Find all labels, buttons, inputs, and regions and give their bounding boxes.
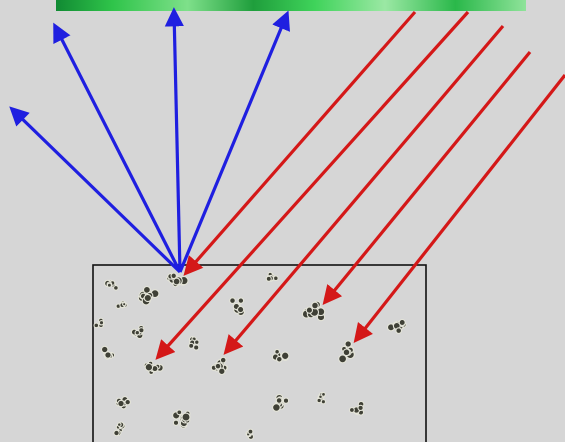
scattered-light-arrow (55, 26, 180, 272)
particle-cluster-icon (94, 318, 104, 328)
particle-cluster-icon (138, 287, 159, 305)
particle-cluster-icon (114, 422, 125, 436)
particle-cluster-icon (272, 349, 289, 362)
leaf-surface-band (56, 0, 526, 11)
particle-cluster-icon (273, 394, 289, 411)
incident-light-arrow (226, 26, 503, 352)
particle-cluster-icon (131, 326, 144, 339)
particle-cluster-icon (105, 280, 119, 290)
particle-cluster-icon (230, 298, 245, 316)
scattered-light-arrows (12, 11, 287, 272)
particle-cluster-icon (189, 337, 199, 350)
particle-cluster-icon (116, 301, 127, 308)
particle-cluster-icon (116, 397, 130, 409)
particle-cluster-icon (339, 341, 355, 363)
incident-light-arrow (356, 75, 565, 340)
particle-cluster-icon (167, 273, 188, 287)
particle-cluster-icon (266, 272, 278, 281)
particle-cluster-icon (350, 401, 364, 415)
scattered-light-arrow (174, 11, 180, 272)
incident-light-arrow (325, 52, 530, 302)
particle-cluster-icon (317, 393, 326, 404)
particle-cluster-icon (246, 429, 253, 439)
particle-cluster-icon (302, 301, 324, 321)
particle-cluster-icon (211, 357, 227, 374)
scattered-light-arrow (12, 109, 180, 272)
particle-cluster-icon (388, 320, 407, 334)
particles-group (94, 272, 406, 439)
incident-light-arrows (158, 12, 565, 357)
particle-cluster-icon (102, 346, 115, 359)
particle-cluster-icon (144, 361, 163, 374)
particle-cluster-icon (173, 410, 190, 428)
